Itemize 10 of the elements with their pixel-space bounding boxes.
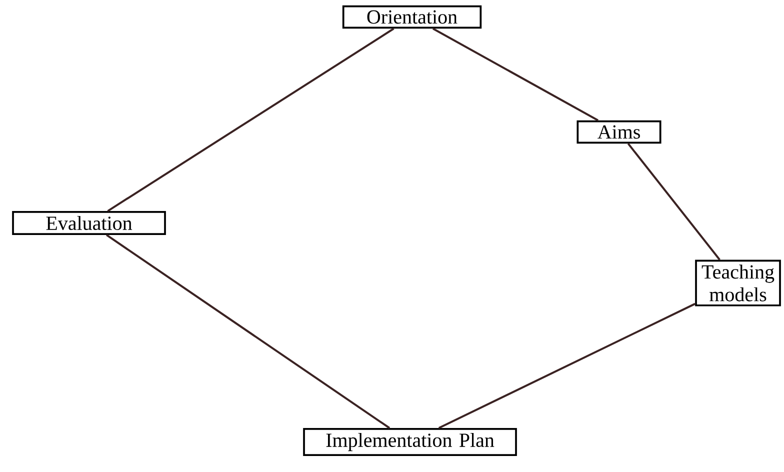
connector-line — [627, 143, 720, 260]
process-box: Aims — [576, 120, 662, 144]
connector-line — [432, 28, 599, 122]
process-box: Orientation — [342, 5, 482, 29]
connector-line — [107, 28, 394, 212]
process-box: Implementation Plan — [303, 428, 517, 456]
connector-line — [106, 234, 390, 429]
process-box: Teaching models — [695, 260, 781, 306]
connector-line — [438, 302, 696, 429]
process-box: Evaluation — [12, 211, 166, 235]
